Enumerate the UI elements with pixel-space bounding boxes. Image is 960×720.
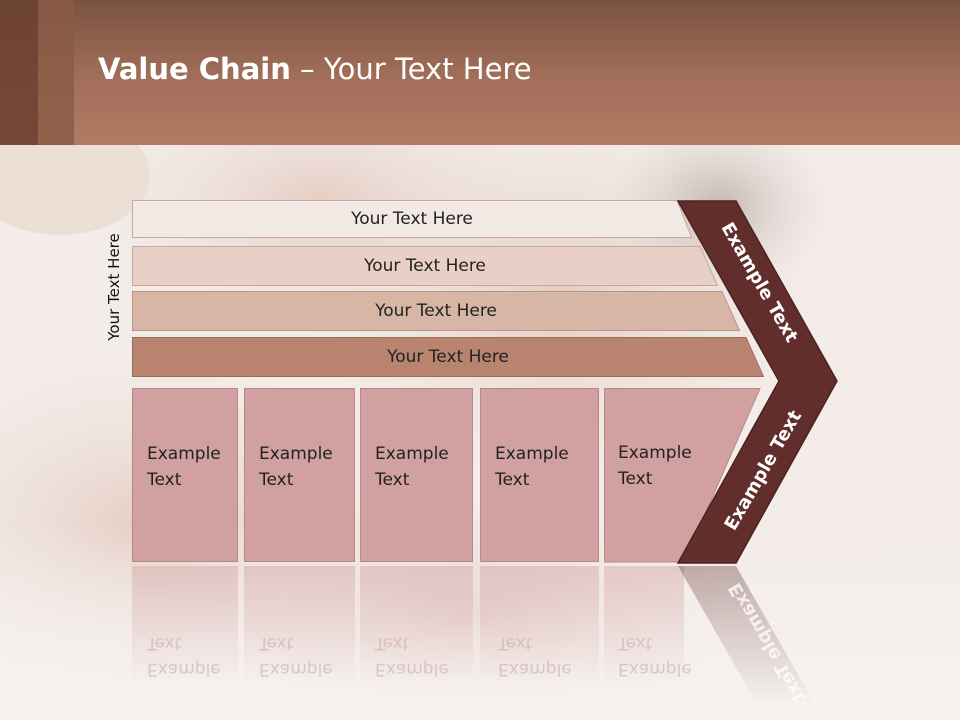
bar-2: Your Text Here (132, 246, 718, 286)
bar-4-shape (132, 337, 764, 377)
column-4: Example Text (480, 388, 599, 562)
bar-2-shape (132, 246, 718, 286)
column-1: Example Text (132, 388, 238, 562)
column-2-reflection (244, 566, 355, 686)
column-5: Example Text (618, 440, 692, 492)
column-5-line2: Text (618, 469, 653, 489)
column-2-line2: Text (259, 470, 294, 490)
bar-3: Your Text Here (132, 291, 740, 331)
banner-accent-strip (0, 0, 38, 145)
column-3-reflection (360, 566, 473, 686)
bar-3-label: Your Text Here (375, 301, 497, 321)
chevron-reflection (678, 566, 816, 706)
column-4-line1: Example (495, 444, 569, 464)
column-1-reflection (132, 566, 238, 686)
bar-4-label: Your Text Here (387, 347, 509, 367)
column-1-line2: Text (147, 470, 182, 490)
banner-accent-strip (38, 0, 74, 145)
title-banner: Value Chain – Your Text Here (0, 0, 960, 145)
bar-1-shape (132, 200, 692, 238)
column-3-line2: Text (375, 470, 410, 490)
column-4-line2: Text (495, 470, 530, 490)
column-2: Example Text (244, 388, 355, 562)
bar-1-label: Your Text Here (351, 209, 473, 229)
bar-2-label: Your Text Here (364, 256, 486, 276)
bar-3-shape (132, 291, 740, 331)
side-label: Your Text Here (105, 233, 123, 341)
chevron-arrow (676, 200, 838, 564)
bar-1: Your Text Here (132, 200, 692, 238)
column-5-line1: Example (618, 443, 692, 463)
column-1-line1: Example (147, 444, 221, 464)
column-3: Example Text (360, 388, 473, 562)
bar-4: Your Text Here (132, 337, 764, 377)
column-5-reflection (604, 566, 684, 686)
column-3-line1: Example (375, 444, 449, 464)
slide-title: Value Chain – Your Text Here (98, 52, 532, 86)
column-2-line1: Example (259, 444, 333, 464)
column-4-reflection (480, 566, 599, 686)
